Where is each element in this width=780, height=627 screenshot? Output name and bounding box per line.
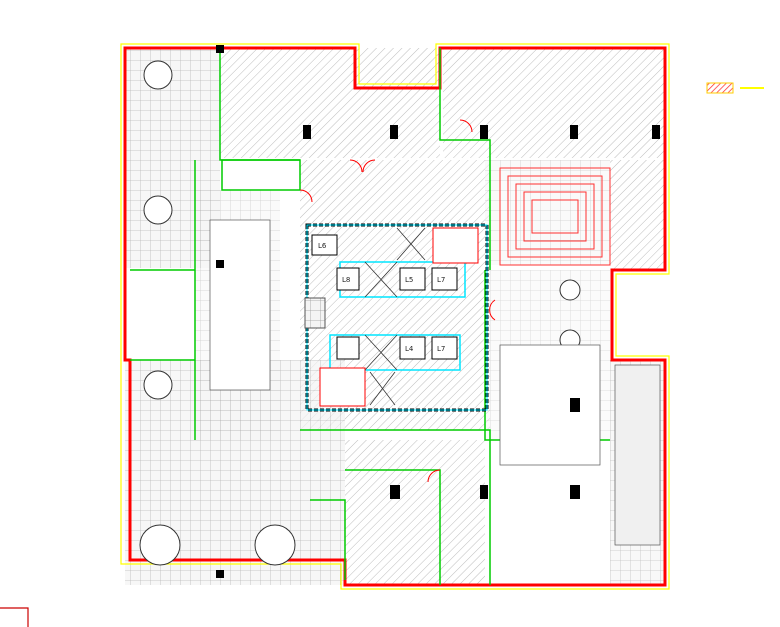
hatched-areas: [220, 48, 665, 585]
doors: [299, 119, 496, 483]
svg-text:L7: L7: [437, 276, 445, 284]
elevator-l8: L8: [336, 267, 360, 291]
elevator-l7b: L7: [431, 336, 458, 360]
svg-text:L5: L5: [405, 276, 413, 284]
structural-columns: [216, 45, 660, 578]
svg-text:L4: L4: [405, 345, 414, 353]
svg-text:L7: L7: [437, 345, 445, 353]
elevator-labels: L6 L8 L5 L7 L4 L7: [311, 234, 458, 360]
building-outline: [120, 43, 670, 590]
elevator-l5: L5: [399, 267, 426, 291]
exterior-walls: [123, 46, 667, 587]
elevator-l7: L7: [431, 267, 458, 291]
green-partitions: [130, 48, 610, 585]
title-block-corner: [0, 607, 29, 627]
svg-text:L8: L8: [342, 276, 350, 284]
seating-banquet: [209, 219, 661, 546]
svg-text:L6: L6: [318, 242, 327, 250]
elevator-l4: L4: [399, 336, 426, 360]
reception-platform: [499, 167, 611, 266]
elevator-core: [304, 223, 489, 412]
legend: [706, 82, 764, 94]
elevator-l6: L6: [311, 234, 338, 256]
